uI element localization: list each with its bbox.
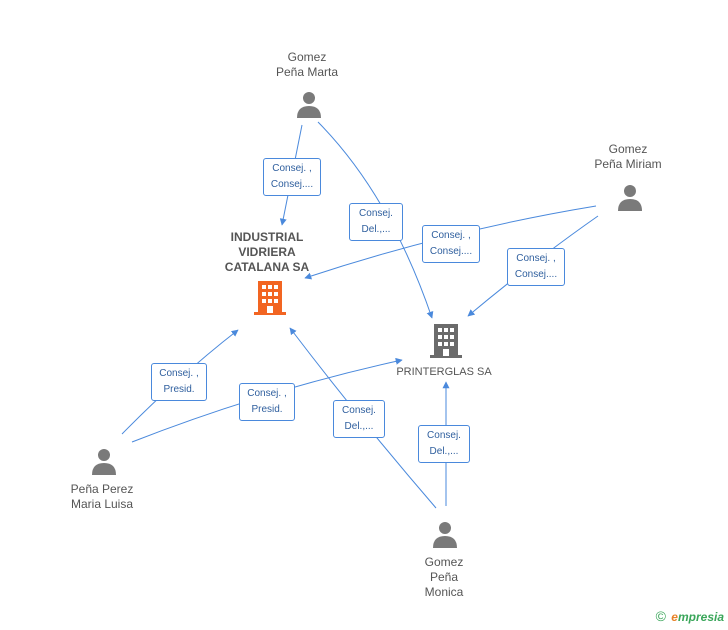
person-icon[interactable]	[431, 520, 459, 548]
person-name-line1: Gomez	[287, 50, 327, 64]
edge-label-monica-printerglas[interactable]: Consej. Del.,...	[418, 425, 470, 463]
edge-label-marta-printerglas[interactable]: Consej. Del.,...	[349, 203, 403, 241]
building-icon[interactable]	[430, 324, 462, 358]
building-icon[interactable]	[254, 281, 286, 315]
person-icon[interactable]	[616, 183, 644, 211]
person-name-line1: Gomez	[608, 142, 648, 156]
edge-label-monica-industrial[interactable]: Consej. Del.,...	[333, 400, 385, 438]
edge-label-miriam-industrial[interactable]: Consej. , Consej....	[422, 225, 480, 263]
edge-label-perez-industrial[interactable]: Consej. , Presid.	[151, 363, 207, 401]
copyright-icon: ©	[655, 608, 666, 624]
person-icon[interactable]	[90, 447, 118, 475]
person-name-line2: Peña	[429, 570, 459, 584]
brand-logo: empresia	[671, 610, 724, 624]
company-label-industrial[interactable]: INDUSTRIAL VIDRIERA CATALANA SA	[225, 230, 309, 275]
company-name-line2: VIDRIERA	[238, 245, 296, 259]
person-name-line1: Peña Perez	[70, 482, 134, 496]
person-name-line2: Maria Luisa	[70, 497, 134, 511]
person-label-gomez-marta[interactable]: Gomez Peña Marta	[276, 50, 338, 80]
company-name-line1: INDUSTRIAL	[230, 230, 304, 244]
company-label-printerglas[interactable]: PRINTERGLAS SA	[396, 365, 491, 380]
company-name-line3: CATALANA SA	[224, 260, 310, 274]
person-label-gomez-monica[interactable]: Gomez Peña Monica	[425, 555, 464, 600]
person-name-line1: Gomez	[424, 555, 464, 569]
brand-footer[interactable]: © empresia	[656, 608, 724, 624]
person-label-pena-perez[interactable]: Peña Perez Maria Luisa	[71, 482, 134, 512]
person-label-gomez-miriam[interactable]: Gomez Peña Miriam	[594, 142, 661, 172]
company-name-line1: PRINTERGLAS SA	[396, 366, 492, 378]
person-name-line3: Monica	[424, 585, 464, 599]
edge-label-marta-industrial[interactable]: Consej. , Consej....	[263, 158, 321, 196]
person-name-line2: Peña Marta	[275, 65, 339, 79]
person-icon[interactable]	[295, 90, 323, 118]
person-name-line2: Peña Miriam	[594, 157, 662, 171]
edge-label-perez-printerglas[interactable]: Consej. , Presid.	[239, 383, 295, 421]
edge-label-miriam-printerglas[interactable]: Consej. , Consej....	[507, 248, 565, 286]
